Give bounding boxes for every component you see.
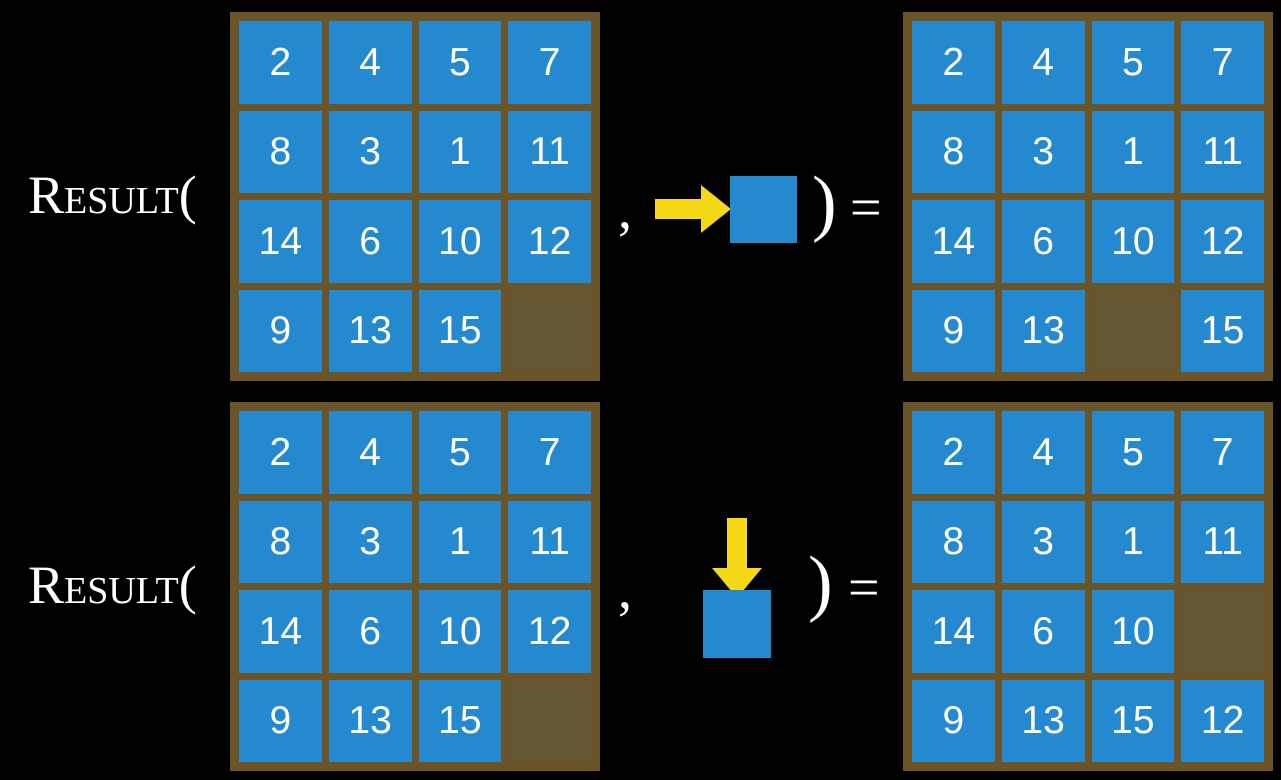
- grid-cell[interactable]: 4: [328, 411, 412, 494]
- grid-cell-empty[interactable]: [1091, 289, 1175, 372]
- result-label-row1: Result(: [28, 165, 197, 225]
- grid-cell[interactable]: 10: [418, 590, 502, 673]
- grid-cell-empty[interactable]: [508, 679, 591, 762]
- input-grid-row2: 2 4 5 7 8 3 1 11 14 6 10 12 9 13 15: [230, 402, 600, 771]
- grid-cell[interactable]: 13: [328, 289, 412, 372]
- grid-cell[interactable]: 6: [1001, 200, 1085, 283]
- grid-cell[interactable]: 10: [1091, 590, 1175, 673]
- grid-cell[interactable]: 6: [328, 590, 412, 673]
- grid-cell[interactable]: 2: [239, 411, 322, 494]
- grid-cell[interactable]: 15: [418, 679, 502, 762]
- move-down-tile[interactable]: [703, 590, 771, 658]
- grid-cell[interactable]: 6: [328, 200, 412, 283]
- paren-close-row1: ): [812, 162, 837, 244]
- grid-cell[interactable]: 8: [912, 110, 995, 193]
- equation-row-move-down: Result( 2 4 5 7 8 3 1 11 14 6 10 12 9 13…: [0, 390, 1281, 780]
- grid-cell[interactable]: 8: [239, 110, 322, 193]
- output-grid-row1: 2 4 5 7 8 3 1 11 14 6 10 12 9 13 15: [903, 12, 1273, 381]
- grid-cell[interactable]: 7: [508, 411, 591, 494]
- grid-cell[interactable]: 12: [1181, 679, 1264, 762]
- grid-cell[interactable]: 12: [1181, 200, 1264, 283]
- grid-cell[interactable]: 8: [239, 500, 322, 583]
- move-right-tile[interactable]: [730, 176, 797, 243]
- grid-cell[interactable]: 13: [328, 679, 412, 762]
- grid-cell[interactable]: 13: [1001, 679, 1085, 762]
- grid-cell[interactable]: 4: [1001, 21, 1085, 104]
- grid-cell-empty[interactable]: [508, 289, 591, 372]
- grid-cell[interactable]: 14: [239, 200, 322, 283]
- grid-cell[interactable]: 14: [239, 590, 322, 673]
- grid-cell[interactable]: 2: [239, 21, 322, 104]
- grid-cell[interactable]: 8: [912, 500, 995, 583]
- grid-cell[interactable]: 5: [1091, 21, 1175, 104]
- grid-cell[interactable]: 1: [1091, 110, 1175, 193]
- arrow-down-icon: [712, 518, 762, 600]
- result-label-row2: Result(: [28, 555, 197, 615]
- grid-cell[interactable]: 7: [508, 21, 591, 104]
- output-grid-row2: 2 4 5 7 8 3 1 11 14 6 10 9 13 15 12: [903, 402, 1273, 771]
- grid-cell[interactable]: 11: [1181, 500, 1264, 583]
- grid-cell[interactable]: 5: [418, 21, 502, 104]
- grid-cell[interactable]: 7: [1181, 411, 1264, 494]
- grid-cell[interactable]: 11: [508, 110, 591, 193]
- grid-cell[interactable]: 2: [912, 21, 995, 104]
- comma-separator-row2: ,: [618, 559, 632, 621]
- grid-cell[interactable]: 13: [1001, 289, 1085, 372]
- arrow-shaft: [727, 518, 747, 574]
- arrow-head: [701, 185, 731, 233]
- grid-cell[interactable]: 9: [239, 679, 322, 762]
- equation-row-move-right: Result( 2 4 5 7 8 3 1 11 14 6 10 12 9 13…: [28, 12, 1273, 381]
- grid-cell[interactable]: 11: [508, 500, 591, 583]
- arrow-shaft: [655, 199, 707, 219]
- grid-cell[interactable]: 7: [1181, 21, 1264, 104]
- grid-cell[interactable]: 2: [912, 411, 995, 494]
- grid-cell[interactable]: 9: [912, 679, 995, 762]
- equals-sign-row2: =: [848, 557, 880, 619]
- paren-close-row2: ): [808, 542, 833, 624]
- grid-cell[interactable]: 11: [1181, 110, 1264, 193]
- grid-cell[interactable]: 10: [1091, 200, 1175, 283]
- grid-cell[interactable]: 15: [1181, 289, 1264, 372]
- grid-cell[interactable]: 1: [1091, 500, 1175, 583]
- grid-cell[interactable]: 4: [328, 21, 412, 104]
- grid-cell[interactable]: 5: [418, 411, 502, 494]
- comma-separator-row1: ,: [618, 179, 632, 241]
- grid-cell[interactable]: 15: [1091, 679, 1175, 762]
- grid-cell[interactable]: 3: [328, 500, 412, 583]
- grid-cell[interactable]: 1: [418, 110, 502, 193]
- grid-cell[interactable]: 3: [328, 110, 412, 193]
- grid-cell[interactable]: 3: [1001, 500, 1085, 583]
- grid-cell[interactable]: 12: [508, 590, 591, 673]
- grid-cell[interactable]: 4: [1001, 411, 1085, 494]
- grid-cell[interactable]: 1: [418, 500, 502, 583]
- grid-cell[interactable]: 15: [418, 289, 502, 372]
- grid-cell[interactable]: 10: [418, 200, 502, 283]
- grid-cell[interactable]: 3: [1001, 110, 1085, 193]
- grid-cell[interactable]: 9: [239, 289, 322, 372]
- grid-cell[interactable]: 12: [508, 200, 591, 283]
- input-grid-row1: 2 4 5 7 8 3 1 11 14 6 10 12 9 13 15: [230, 12, 600, 381]
- grid-cell[interactable]: 9: [912, 289, 995, 372]
- arrow-right-icon: [655, 185, 733, 233]
- equals-sign-row1: =: [850, 177, 882, 239]
- grid-cell[interactable]: 5: [1091, 411, 1175, 494]
- grid-cell[interactable]: 14: [912, 590, 995, 673]
- grid-cell-empty[interactable]: [1181, 590, 1264, 673]
- grid-cell[interactable]: 14: [912, 200, 995, 283]
- grid-cell[interactable]: 6: [1001, 590, 1085, 673]
